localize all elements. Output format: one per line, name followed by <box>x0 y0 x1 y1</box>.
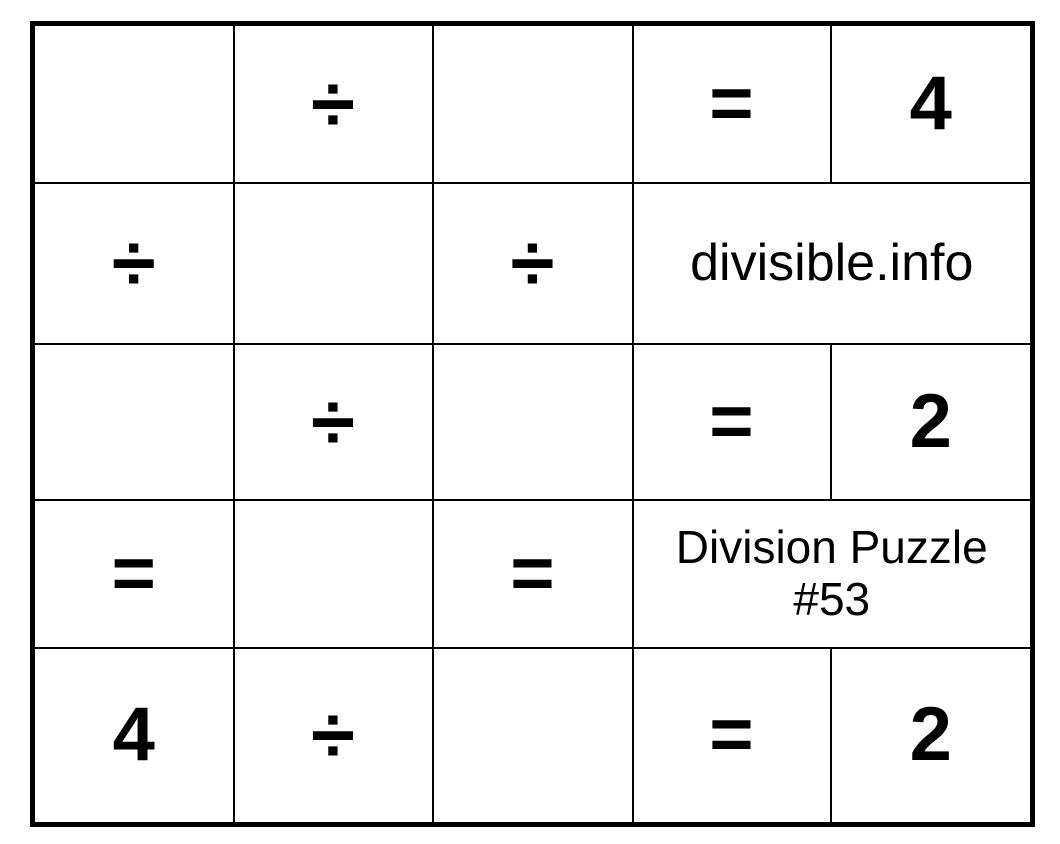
cell-r1c5-content: 4 <box>833 26 1031 181</box>
cell-r5c5-value: 2 <box>909 692 952 778</box>
cell-r5c1-value: 4 <box>112 692 155 778</box>
puzzle-row-4: = = Division Puzzle#53 <box>31 498 1034 649</box>
brand-cell-content: divisible.info <box>635 185 1031 342</box>
cell-r4c3: = <box>431 498 634 649</box>
equals-icon: = <box>709 692 754 778</box>
puzzle-title-line-1: Division Puzzle <box>675 520 988 573</box>
puzzle-row-3: ÷ = 2 <box>31 342 1034 501</box>
puzzle-row-5: 4 ÷ = <box>31 646 1034 826</box>
cell-r4c1-content: = <box>35 502 232 646</box>
puzzle-title-label: Division Puzzle#53 <box>670 520 994 625</box>
cell-r3c3[interactable] <box>431 342 634 501</box>
cell-r3c2-content: ÷ <box>236 346 431 498</box>
puzzle-row-2: ÷ ÷ divisible.info <box>31 181 1034 345</box>
cell-r3c4: = <box>631 342 832 501</box>
cell-r4c2-blocked <box>232 498 434 649</box>
cell-r3c4-content: = <box>635 346 829 498</box>
cell-r1c4-content: = <box>635 26 829 181</box>
cell-r1c3[interactable] <box>431 22 634 184</box>
cell-r5c4: = <box>631 646 832 826</box>
cell-r1c3-content <box>435 26 631 181</box>
divide-icon: ÷ <box>311 690 355 780</box>
cell-r5c2-content: ÷ <box>236 650 431 823</box>
cell-r5c5-content: 2 <box>833 650 1031 823</box>
cell-r1c1[interactable] <box>31 22 235 184</box>
equals-icon: = <box>709 378 754 464</box>
cell-r2c3: ÷ <box>431 181 634 345</box>
cell-r1c4: = <box>631 22 832 184</box>
cell-r5c1: 4 <box>31 646 235 826</box>
cell-r5c3[interactable] <box>431 646 634 826</box>
cell-r3c3-content <box>435 346 631 498</box>
divide-icon: ÷ <box>311 376 355 466</box>
cell-r1c2[interactable]: ÷ <box>232 22 434 184</box>
cell-r4c2-content <box>236 502 431 646</box>
divide-icon: ÷ <box>111 218 156 307</box>
divide-icon: ÷ <box>311 58 355 148</box>
equals-icon: = <box>709 60 754 146</box>
cell-r2c1: ÷ <box>31 181 235 345</box>
cell-r5c2: ÷ <box>232 646 434 826</box>
cell-r5c4-content: = <box>635 650 829 823</box>
cell-r2c3-content: ÷ <box>435 185 631 342</box>
cell-r5c5: 2 <box>829 646 1034 826</box>
equals-icon: = <box>111 530 156 616</box>
cell-r1c5: 4 <box>829 22 1034 184</box>
puzzle-title-cell: Division Puzzle#53 <box>631 498 1034 649</box>
puzzle-title-line-2: #53 <box>793 572 871 625</box>
cell-r2c2-content <box>236 185 431 342</box>
divide-icon: ÷ <box>510 218 555 307</box>
cell-r2c1-content: ÷ <box>35 185 232 342</box>
cell-r1c5-value: 4 <box>909 60 952 146</box>
cell-r3c5-content: 2 <box>833 346 1031 498</box>
cell-r4c1: = <box>31 498 235 649</box>
cell-r2c2-blocked <box>232 181 434 345</box>
cell-r3c2: ÷ <box>232 342 434 501</box>
cell-r5c1-content: 4 <box>35 650 232 823</box>
cell-r1c1-content <box>35 26 232 181</box>
cell-r3c5: 2 <box>829 342 1034 501</box>
cell-r1c2-content: ÷ <box>236 26 431 181</box>
brand-label: divisible.info <box>690 233 974 292</box>
puzzle-row-1: ÷ = 4 <box>31 22 1034 184</box>
cell-r3c5-value: 2 <box>909 378 952 464</box>
puzzle-title-content: Division Puzzle#53 <box>635 502 1031 646</box>
cell-r3c1-content <box>35 346 232 498</box>
puzzle-grid: ÷ = 4 <box>30 21 1035 827</box>
cell-r5c3-content <box>435 650 631 823</box>
cell-r3c1[interactable] <box>31 342 235 501</box>
equals-icon: = <box>510 530 555 616</box>
cell-r4c3-content: = <box>435 502 631 646</box>
brand-cell[interactable]: divisible.info <box>631 181 1034 345</box>
